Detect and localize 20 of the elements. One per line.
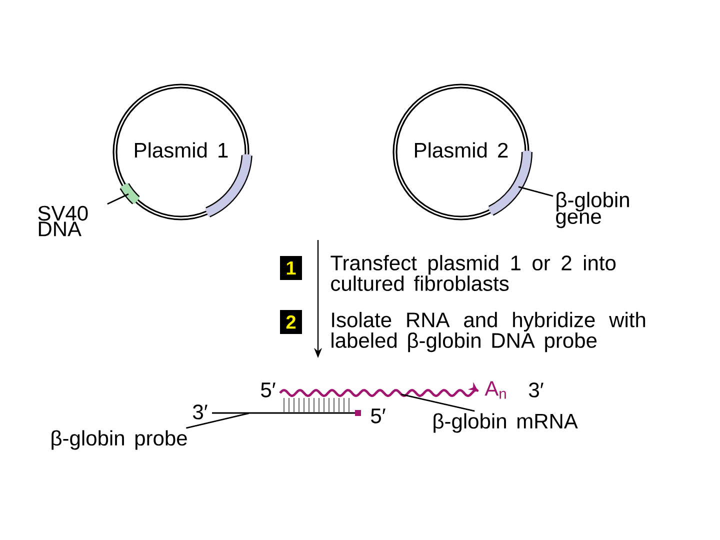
- part-label: β-globin mRNA: [434, 413, 578, 433]
- leader-line: [186, 412, 249, 429]
- end-label: 5′: [371, 408, 386, 424]
- step-text: Isolate RNA and hybridize with labeled β-globin DNA probe: [332, 312, 646, 352]
- end-label: 3′: [529, 382, 544, 398]
- step-badge: 1: [280, 256, 302, 280]
- step-text: Transfect plasmid 1 or 2 into cultured fibroblasts: [330, 255, 616, 291]
- part-label: β-globin gene: [556, 192, 629, 228]
- mrna-strand: [279, 382, 479, 397]
- end-label: 3′: [193, 404, 208, 420]
- step-badge: 2: [280, 310, 302, 334]
- leader-line: [401, 394, 475, 412]
- part-label: SV40 DNA: [38, 206, 88, 236]
- probe-strand: [212, 398, 361, 416]
- end-label: 5′: [261, 382, 276, 398]
- part-label: β-globin probe: [52, 430, 187, 450]
- end-label: A$_{n}$: [484, 381, 506, 399]
- leader-line: [107, 193, 129, 205]
- leader-line: [518, 186, 554, 197]
- gene-segment: [120, 182, 140, 204]
